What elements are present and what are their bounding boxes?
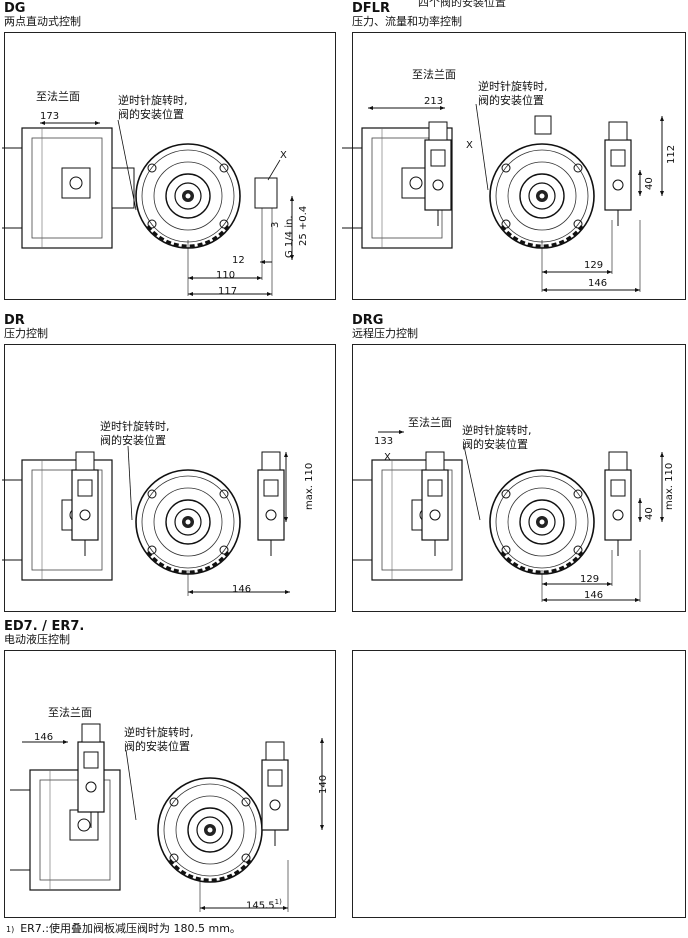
dflr-rotation-line1: 逆时针旋转时,	[478, 80, 548, 93]
cut-off-header-text: 四个阀的安装位置	[418, 0, 506, 9]
dg-dim-12: 12	[232, 255, 245, 266]
dflr-dim-40: 40	[644, 177, 655, 190]
ed-dim-146: 146	[34, 732, 54, 743]
drawing-dflr	[341, 103, 664, 292]
dr-rotation-line2: 阀的安装位置	[100, 434, 166, 447]
drg-x-label: X	[384, 452, 391, 463]
section-code-dr: DR	[4, 313, 25, 328]
section-code-dflr: DFLR	[352, 1, 390, 16]
dg-dim-110: 110	[216, 270, 236, 281]
dr-dim-146: 146	[232, 584, 252, 595]
ed-rotation-line1: 逆时针旋转时,	[124, 726, 194, 739]
footnote: 1) ER7.:使用叠加阀板减压阀时为 180.5 mm。	[6, 922, 241, 936]
dflr-dim-146: 146	[588, 278, 608, 289]
section-code-dg: DG	[4, 1, 26, 16]
dflr-dim-129: 129	[584, 260, 604, 271]
drawing-drg	[351, 430, 664, 602]
drawing-ed	[9, 723, 324, 912]
section-subtitle-dg: 两点直动式控制	[4, 15, 81, 28]
dflr-x-label: X	[466, 140, 473, 151]
dg-dim-173: 173	[40, 111, 60, 122]
panel-empty	[352, 650, 686, 918]
dr-dim-max110: max. 110	[304, 462, 315, 510]
dg-dim-25: 25 +0.4	[298, 205, 309, 246]
drawing-dg	[1, 119, 294, 296]
drawing-dr	[1, 445, 290, 596]
section-subtitle-drg: 远程压力控制	[352, 327, 418, 340]
section-subtitle-dflr: 压力、流量和功率控制	[352, 15, 462, 28]
ed-flange-label: 至法兰面	[48, 706, 92, 719]
dg-dim-117: 117	[218, 286, 238, 297]
ed-rotation-line2: 阀的安装位置	[124, 740, 190, 753]
drg-flange-label: 至法兰面	[408, 416, 452, 429]
drg-rotation-line1: 逆时针旋转时,	[462, 424, 532, 437]
dflr-flange-label: 至法兰面	[412, 68, 456, 81]
dflr-rotation-line2: 阀的安装位置	[478, 94, 544, 107]
section-subtitle-dr: 压力控制	[4, 327, 48, 340]
dg-rotation-line2: 阀的安装位置	[118, 108, 184, 121]
drg-dim-max110: max. 110	[664, 462, 675, 510]
dflr-dim-213: 213	[424, 96, 444, 107]
drg-dim-133: 133	[374, 436, 394, 447]
footnote-mark: 1)	[6, 925, 15, 934]
dg-rotation-line1: 逆时针旋转时,	[118, 94, 188, 107]
dflr-dim-112: 112	[666, 144, 677, 164]
dg-flange-label: 至法兰面	[36, 90, 80, 103]
dg-dim-g14: G 1/4 in.	[284, 215, 295, 259]
dg-x-label: X	[280, 150, 287, 161]
drg-dim-129: 129	[580, 574, 600, 585]
footnote-text: ER7.:使用叠加阀板减压阀时为 180.5 mm。	[20, 922, 241, 935]
section-code-ed: ED7. / ER7.	[4, 619, 85, 634]
drg-dim-40: 40	[644, 507, 655, 520]
section-code-drg: DRG	[352, 313, 384, 328]
ed-dim-140: 140	[318, 774, 329, 794]
dr-rotation-line1: 逆时针旋转时,	[100, 420, 170, 433]
ed-dim-145-5: 145.51)	[246, 898, 282, 912]
section-subtitle-ed: 电动液压控制	[4, 633, 70, 646]
dg-dim-3: 3	[270, 221, 281, 228]
drg-dim-146: 146	[584, 590, 604, 601]
drg-rotation-line2: 阀的安装位置	[462, 438, 528, 451]
